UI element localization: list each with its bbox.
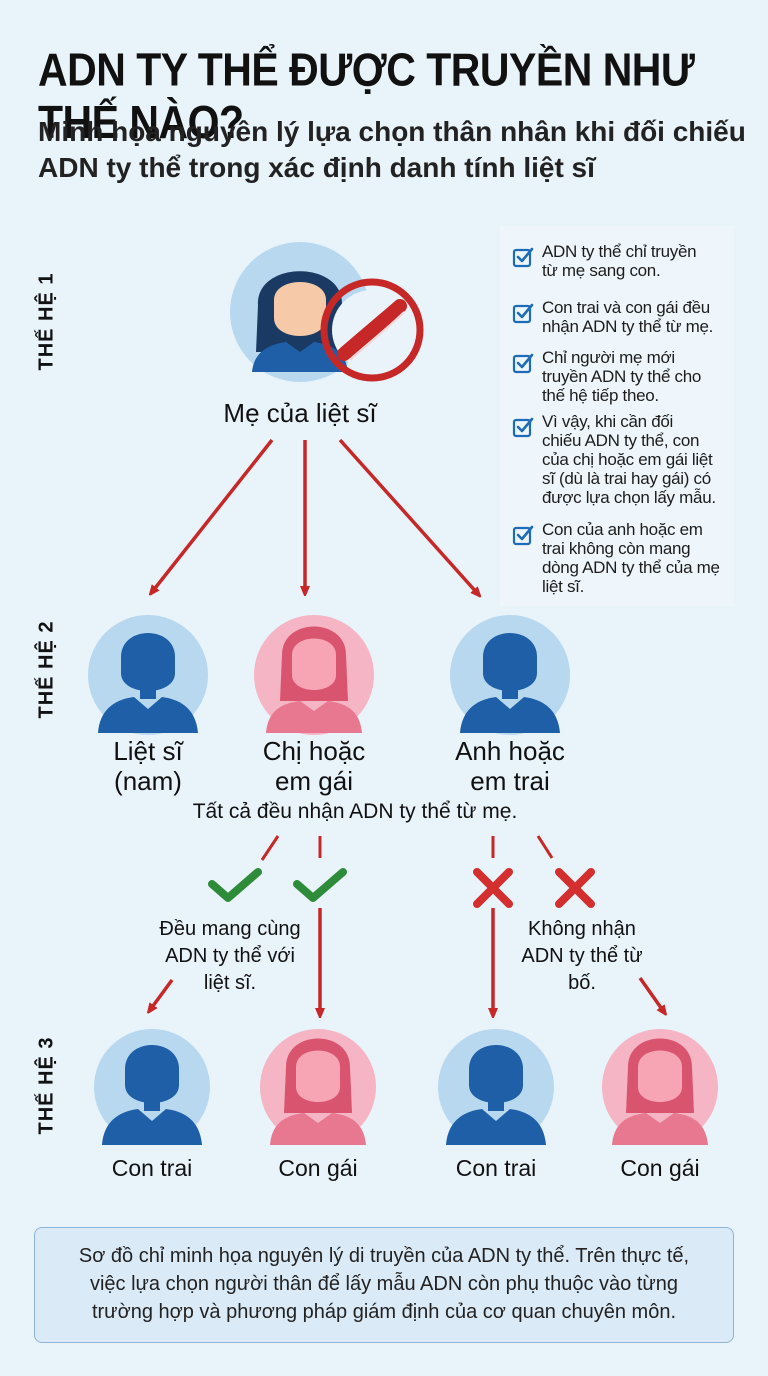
sister-avatar xyxy=(254,615,374,735)
info-item-4-line-2: chiếu ADN ty thể, con xyxy=(542,431,700,450)
info-item-1: ADN ty thể chỉ truyền từ mẹ sang con. xyxy=(512,242,730,280)
child-1-label: Con trai xyxy=(111,1155,193,1181)
note-same-line-2: ADN ty thể với xyxy=(165,945,295,967)
note-same-line-3: liệt sĩ. xyxy=(203,972,257,994)
note-same-dna: Đều mang cùng ADN ty thể với liệt sĩ. xyxy=(140,916,320,997)
child-2-label: Con gái xyxy=(278,1155,358,1181)
checkbox-icon xyxy=(512,525,534,546)
martyr-avatar xyxy=(88,615,208,735)
info-item-4-line-4: sĩ (dù là trai hay gái) có xyxy=(542,469,711,488)
line-brother-right xyxy=(536,835,554,859)
all-receive-statement: Tất cả đều nhận ADN ty thể từ mẹ. xyxy=(192,800,518,823)
checkbox-icon xyxy=(512,247,534,268)
info-item-2: Con trai và con gái đều nhận ADN ty thể … xyxy=(512,298,730,336)
info-item-5: Con của anh hoặc em trai không còn mang … xyxy=(512,520,730,596)
subtitle-line-1: Minh họa nguyên lý lựa chọn thân nhân kh… xyxy=(38,116,746,147)
checkbox-icon xyxy=(512,353,534,374)
info-item-4-line-3: của chị hoặc em gái liệt xyxy=(542,450,713,469)
child-1-avatar xyxy=(94,1029,210,1145)
child-4-avatar xyxy=(602,1029,718,1145)
martyr-label-line-2: (nam) xyxy=(114,766,182,796)
info-item-3-line-1: Chỉ người mẹ mới xyxy=(542,348,675,367)
footer-note-text: Sơ đồ chỉ minh họa nguyên lý di truyền c… xyxy=(49,1242,719,1326)
note-same-line-1: Đều mang cùng xyxy=(159,918,301,940)
info-item-2-line-1: Con trai và con gái đều xyxy=(542,298,710,317)
info-item-5-line-4: liệt sĩ. xyxy=(542,577,585,596)
info-item-4-line-5: được lựa chọn lấy mẫu. xyxy=(542,488,716,507)
info-item-4: Vì vậy, khi cần đối chiếu ADN ty thể, co… xyxy=(512,412,730,507)
info-item-3-line-3: thế hệ tiếp theo. xyxy=(542,386,659,405)
info-item-3-line-2: truyền ADN ty thể cho xyxy=(542,367,702,386)
cross-icon-2 xyxy=(555,868,595,908)
note-not-line-2: ADN ty thể từ xyxy=(521,945,643,967)
check-icon-2 xyxy=(293,868,347,902)
note-not-line-3: bố. xyxy=(568,972,596,994)
sister-label-line-2: em gái xyxy=(274,766,354,796)
info-item-4-line-1: Vì vậy, khi cần đối xyxy=(542,412,673,431)
subtitle-line-2: ADN ty thể trong xác định danh tính liệt… xyxy=(38,152,595,183)
martyr-label: Liệt sĩ (nam) xyxy=(78,736,218,796)
child-3-label: Con trai xyxy=(455,1155,537,1181)
info-panel: ADN ty thể chỉ truyền từ mẹ sang con. Co… xyxy=(500,226,734,606)
note-not-line-1: Không nhận xyxy=(528,918,636,940)
info-item-3: Chỉ người mẹ mới truyền ADN ty thể cho t… xyxy=(512,348,730,405)
brother-label-line-2: em trai xyxy=(470,766,550,796)
checkbox-icon xyxy=(512,303,534,324)
info-item-5-line-2: trai không còn mang xyxy=(542,539,691,558)
sister-label: Chị hoặc em gái xyxy=(244,736,384,796)
brother-label: Anh hoặc em trai xyxy=(440,736,580,796)
note-not-receive: Không nhận ADN ty thể từ bố. xyxy=(500,916,664,997)
cross-icon-1 xyxy=(473,868,513,908)
child-4-label: Con gái xyxy=(620,1155,700,1181)
line-sister-left xyxy=(260,835,280,861)
footer-line-2: việc lựa chọn người thân để lấy mẫu ADN … xyxy=(89,1273,679,1295)
page-subtitle: Minh họa nguyên lý lựa chọn thân nhân kh… xyxy=(38,114,758,186)
arrow-mother-to-brother xyxy=(338,438,478,594)
dna-icon xyxy=(320,278,424,382)
info-item-2-line-2: nhận ADN ty thể từ mẹ. xyxy=(542,317,714,336)
martyr-label-line-1: Liệt sĩ xyxy=(113,736,183,766)
arrow-to-child-4 xyxy=(638,976,664,1012)
brother-avatar xyxy=(450,615,570,735)
arrow-to-child-1 xyxy=(150,978,174,1010)
sister-label-line-1: Chị hoặc xyxy=(262,736,366,766)
check-icon-1 xyxy=(208,868,262,902)
brother-label-line-1: Anh hoặc xyxy=(455,736,565,766)
info-item-1-line-2: từ mẹ sang con. xyxy=(542,261,661,280)
checkbox-icon xyxy=(512,417,534,438)
info-item-1-line-1: ADN ty thể chỉ truyền xyxy=(542,242,697,261)
footer-line-3: trường hợp và phương pháp giám định của … xyxy=(91,1301,677,1323)
page-title: ADN TY THỂ ĐƯỢC TRUYỀN NHƯ THẾ NÀO? xyxy=(38,44,695,149)
arrow-mother-to-martyr xyxy=(152,438,274,592)
info-item-5-line-3: dòng ADN ty thể của mẹ xyxy=(542,558,720,577)
mother-label: Mẹ của liệt sĩ xyxy=(223,398,377,428)
footer-line-1: Sơ đồ chỉ minh họa nguyên lý di truyền c… xyxy=(78,1245,690,1267)
child-3-avatar xyxy=(438,1029,554,1145)
footer-note-box: Sơ đồ chỉ minh họa nguyên lý di truyền c… xyxy=(34,1227,734,1343)
child-2-avatar xyxy=(260,1029,376,1145)
info-item-5-line-1: Con của anh hoặc em xyxy=(542,520,703,539)
